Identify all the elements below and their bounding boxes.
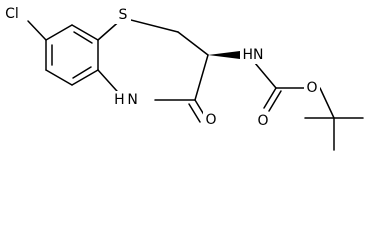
thiazepine-ring — [97, 17, 209, 101]
bond-c4-o-2 — [188, 103, 201, 123]
bond-carbonyl-c-o-2 — [268, 90, 282, 112]
bond-carbonyl-c-o-1 — [263, 87, 277, 109]
bond-s-ch2 — [122, 17, 179, 33]
bond-c7-c8 — [71, 24, 99, 41]
double-bond-inner-1 — [73, 31, 93, 44]
carbonyl-oxygen-label: O — [257, 113, 268, 129]
bond-c7a-c7 — [45, 24, 73, 41]
benzene-ring — [45, 24, 99, 86]
bond-nh-carbonyl-c — [254, 62, 277, 89]
bond-ester-o-tbu — [319, 87, 335, 119]
ring-nh-label: H N — [114, 92, 138, 108]
bond-c9a-c5a — [71, 69, 99, 86]
sulfur-label: S — [119, 7, 128, 23]
bond-c3-c4 — [194, 54, 209, 101]
stereo-wedge-bond — [208, 51, 240, 59]
lactam-oxygen-label: O — [205, 112, 216, 128]
carbamate-nh-label: HN — [243, 47, 264, 63]
bond-c-cl — [27, 20, 47, 41]
chemical-structure: Cl S H N O HN O O — [5, 6, 364, 151]
bond-c5a-c6 — [45, 69, 73, 86]
bond-ch2-c3 — [177, 31, 209, 56]
chlorine-label: Cl — [5, 6, 19, 22]
ester-oxygen-label: O — [306, 80, 317, 96]
double-bond-inner-2 — [72, 66, 92, 79]
